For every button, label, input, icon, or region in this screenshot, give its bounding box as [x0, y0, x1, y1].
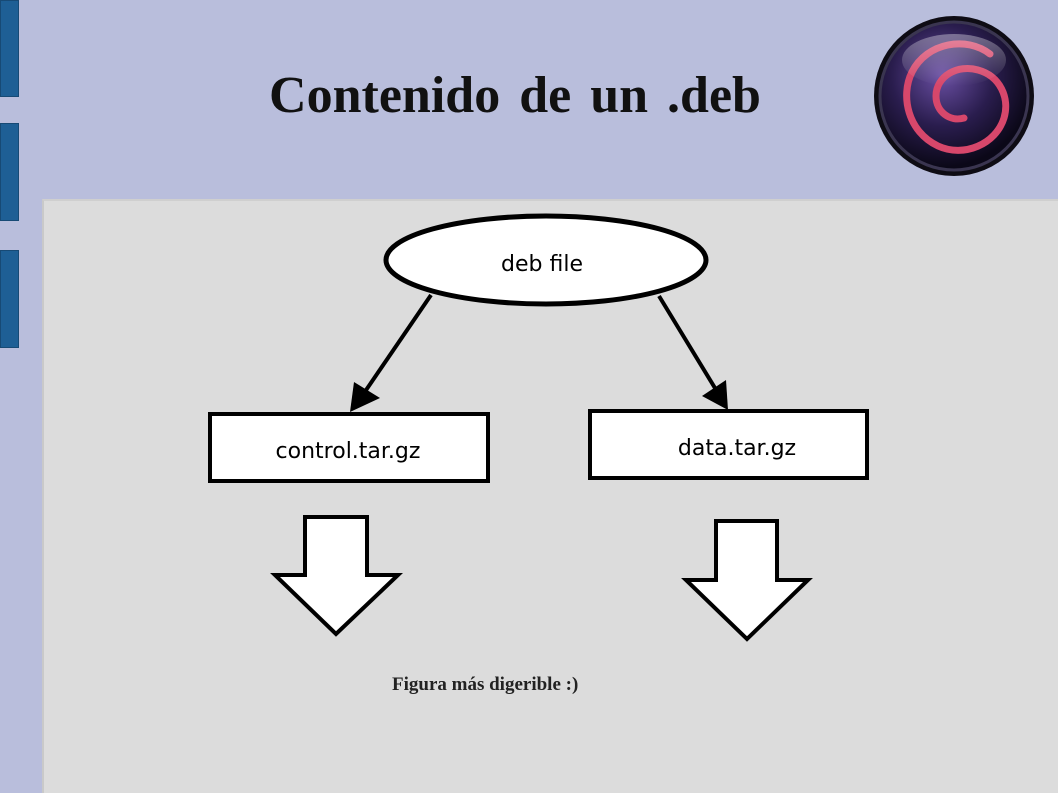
deb-file-node: [383, 213, 709, 307]
control-tar-gz-node: [208, 412, 490, 483]
left-connector-arrow: [350, 293, 433, 412]
side-tab-2: [0, 123, 19, 221]
data-tar-gz-label: data.tar.gz: [678, 436, 796, 461]
debian-logo-icon: [874, 16, 1034, 176]
right-connector-arrow: [657, 294, 728, 410]
data-tar-gz-node: [588, 409, 869, 480]
control-tar-gz-label: control.tar.gz: [276, 439, 421, 464]
left-down-arrow-icon: [270, 515, 404, 637]
side-tab-1: [0, 0, 19, 97]
figure-caption: Figura más digerible :): [392, 674, 579, 695]
deb-file-label: deb file: [501, 252, 583, 277]
side-tab-3: [0, 250, 19, 348]
right-down-arrow-icon: [681, 519, 813, 642]
slide-title: Contenido de un .deb: [269, 67, 761, 124]
